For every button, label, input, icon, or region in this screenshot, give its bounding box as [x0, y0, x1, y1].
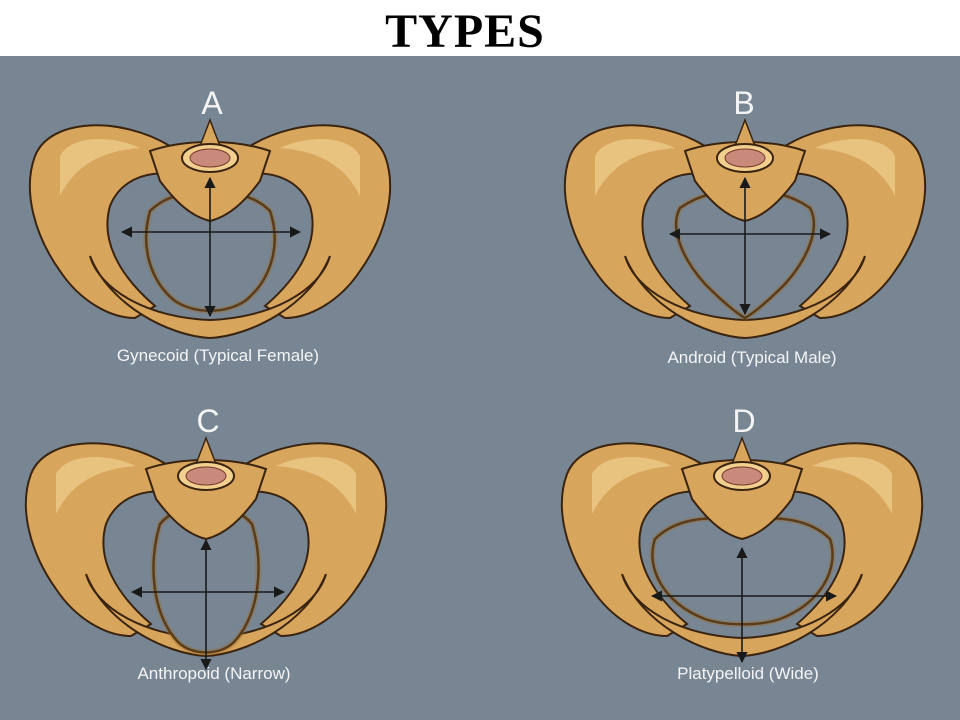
left-wing-highlight: [595, 138, 675, 196]
spinous-process: [733, 117, 757, 147]
android-pelvis-bone: [563, 117, 927, 340]
left-wing-highlight: [592, 456, 672, 514]
gynecoid-pelvis-illustration: [28, 117, 392, 340]
pelvis-cell-gynecoid: A Gynecoid (Typical Female): [0, 56, 480, 388]
pubic-ring: [89, 255, 331, 340]
vertebral-body-core: [189, 148, 231, 168]
type-letter-d: D: [732, 403, 756, 439]
title-bar: TYPES: [0, 0, 960, 58]
slide-title: TYPES: [385, 5, 545, 58]
sacrum: [144, 458, 268, 541]
gynecoid-pelvis-bone: [28, 117, 392, 340]
pelvis-drawing: [560, 435, 924, 664]
pelvis-drawing: [563, 117, 927, 340]
type-letter-b: B: [733, 85, 755, 121]
pubic-ring: [85, 573, 327, 658]
sacrum: [680, 458, 804, 541]
pelvis-cell-anthropoid: C Anthropoid (Narrow): [0, 388, 480, 720]
type-letter-c: C: [196, 403, 220, 439]
caption-platypelloid: Platypelloid (Wide): [677, 664, 819, 683]
left-wing-highlight: [56, 456, 136, 514]
caption-gynecoid: Gynecoid (Typical Female): [116, 346, 320, 365]
pubic-ring: [621, 573, 863, 658]
pelvis-cell-android: B Android (Typical Male): [480, 56, 960, 388]
platypelloid-pelvis-bone: [560, 435, 924, 664]
platypelloid-pelvis-illustration: [560, 435, 924, 664]
vertebral-body-core: [185, 466, 227, 486]
left-wing-highlight: [60, 138, 140, 196]
spinous-process: [730, 435, 754, 465]
diagram-panel: A Gynecoid (Typical Female) B Android (T…: [0, 56, 960, 720]
type-letter-a: A: [201, 85, 223, 121]
right-wing-highlight: [276, 456, 356, 514]
right-wing-highlight: [812, 456, 892, 514]
anthropoid-pelvis-bone: [24, 435, 388, 671]
anthropoid-pelvis-illustration: [24, 435, 388, 671]
caption-anthropoid: Anthropoid (Narrow): [137, 664, 291, 683]
vertebral-body-core: [724, 148, 766, 168]
spinous-process: [194, 435, 218, 465]
pelvis-drawing: [24, 435, 388, 671]
vertebral-body-core: [721, 466, 763, 486]
pelvis-cell-platypelloid: D Platypelloid (Wide): [480, 388, 960, 720]
caption-android: Android (Typical Male): [667, 348, 837, 367]
android-pelvis-illustration: [563, 117, 927, 340]
pelvis-drawing: [28, 117, 392, 340]
pubic-ring: [624, 255, 866, 340]
right-wing-highlight: [815, 138, 895, 196]
spinous-process: [198, 117, 222, 147]
right-wing-highlight: [280, 138, 360, 196]
